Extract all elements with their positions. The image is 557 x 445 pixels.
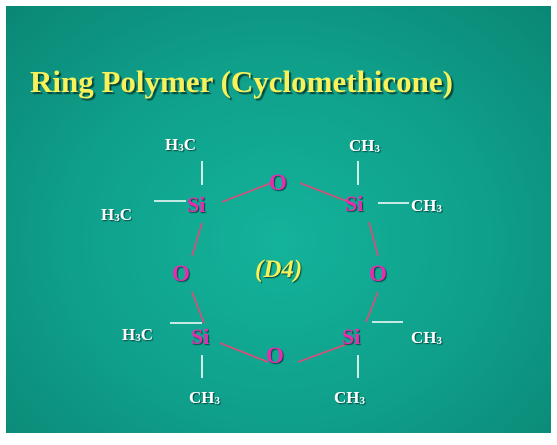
methyl-group-left-upper: H3C	[101, 206, 132, 224]
methyl-prefix: CH	[349, 136, 375, 155]
bond-o-left-si-tl	[191, 222, 203, 257]
ring-label: (D4)	[255, 256, 303, 283]
oxygen-atom-bottom: O	[266, 343, 284, 368]
bond-o-bottom-si-bl	[219, 342, 269, 363]
bond-o-right-si-br	[365, 291, 379, 323]
oxygen-atom-left: O	[172, 261, 190, 286]
bond-lines	[154, 161, 409, 378]
oxygen-atom-top: O	[269, 170, 287, 195]
methyl-subscript: 3	[436, 203, 443, 215]
methyl-subscript: 3	[214, 395, 221, 407]
methyl-subscript: 3	[359, 395, 366, 407]
methyl-subscript: 3	[114, 212, 120, 224]
methyl-subscript: 3	[178, 142, 184, 154]
silicon-atom-top-left: Si	[187, 192, 206, 217]
bond-si-tl-o-top	[221, 182, 272, 203]
methyl-prefix: CH	[411, 196, 437, 215]
methyl-prefix: CH	[189, 388, 215, 407]
bond-o-top-si-tr	[299, 182, 350, 203]
methyl-suffix: C	[119, 205, 133, 224]
methyl-group-left-lower: H3C	[122, 326, 153, 344]
methyl-suffix: C	[183, 135, 197, 154]
bond-si-br-o-bottom	[297, 342, 351, 363]
bond-si-tr-o-right	[368, 221, 379, 257]
slide-title: Ring Polymer (Cyclomethicone)	[30, 64, 453, 99]
methyl-suffix: C	[140, 325, 154, 344]
methyl-subscript: 3	[436, 335, 443, 347]
methyl-group-bottom-right: CH3	[334, 389, 365, 407]
methyl-prefix: CH	[411, 328, 437, 347]
methyl-prefix: H	[122, 325, 136, 344]
bond-si-bl-o-left	[191, 291, 205, 324]
slide: Ring Polymer (Cyclomethicone) Si Si Si S…	[6, 6, 551, 433]
silicon-atom-bottom-left: Si	[191, 324, 210, 349]
methyl-prefix: CH	[334, 388, 360, 407]
methyl-subscript: 3	[135, 332, 141, 344]
silicon-atom-top-right: Si	[345, 191, 364, 216]
methyl-group-right-lower: CH3	[411, 329, 442, 347]
methyl-group-top-right: CH3	[349, 137, 380, 155]
methyl-group-right-upper: CH3	[411, 197, 442, 215]
methyl-group-bottom-left: CH3	[189, 389, 220, 407]
methyl-subscript: 3	[374, 143, 381, 155]
silicon-atom-bottom-right: Si	[342, 324, 361, 349]
oxygen-atom-right: O	[369, 261, 387, 286]
methyl-prefix: H	[101, 205, 115, 224]
methyl-prefix: H	[165, 135, 179, 154]
methyl-group-top-left: H3C	[165, 136, 196, 154]
